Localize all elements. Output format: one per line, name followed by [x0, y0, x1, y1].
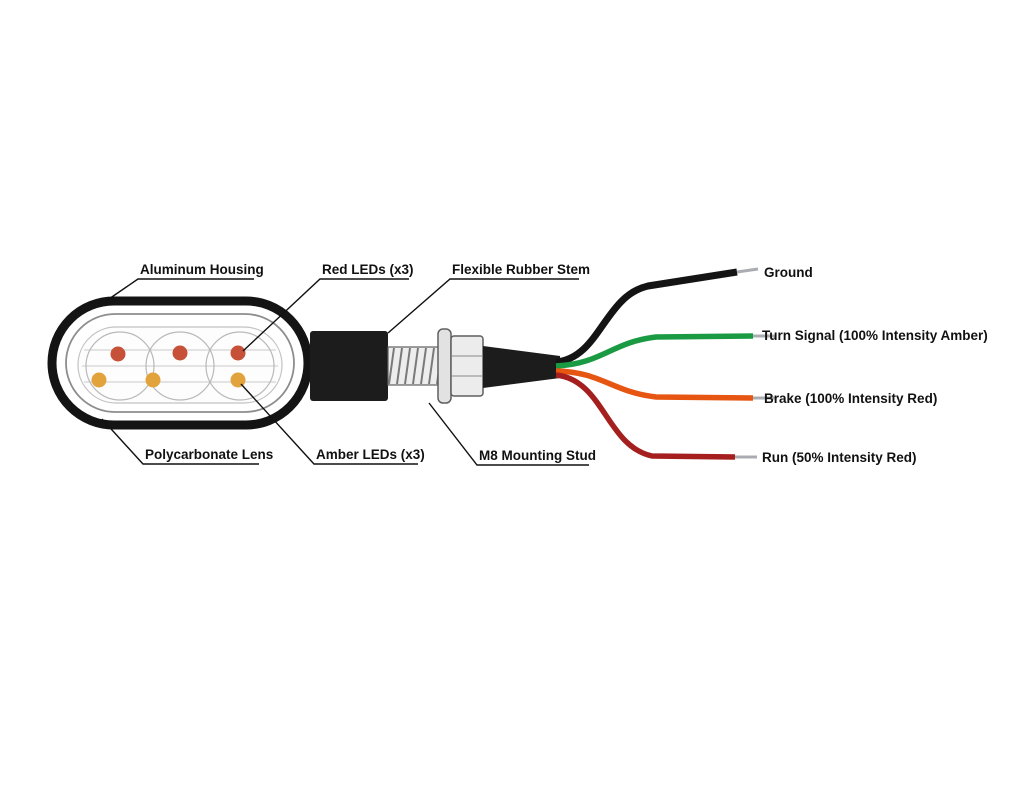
thread-line — [420, 347, 427, 385]
label-flexible-rubber-stem: Flexible Rubber Stem — [452, 262, 590, 277]
wire-label-ground: Ground — [764, 265, 813, 280]
amber-led — [145, 372, 161, 388]
m8-mounting-stud — [387, 346, 445, 386]
leader-m8-mounting-stud — [428, 402, 589, 466]
part-callouts: Aluminum Housing Red LEDs (x3) Flexible … — [101, 262, 596, 466]
wire-turn-signal — [555, 333, 754, 369]
thread-line — [404, 347, 411, 385]
thread-line — [388, 347, 395, 385]
label-polycarbonate-lens: Polycarbonate Lens — [145, 447, 273, 462]
wire-run — [555, 372, 736, 460]
label-amber-leds: Amber LEDs (x3) — [316, 447, 425, 462]
led-optic-circle — [85, 331, 155, 401]
led-optic-circle — [205, 331, 275, 401]
leader-aluminum-housing — [105, 278, 254, 302]
led-optic-circle — [145, 331, 215, 401]
leader-polycarbonate-lens — [101, 418, 259, 465]
housing-inner-ring — [65, 313, 295, 413]
leader-flexible-rubber-stem — [387, 278, 579, 334]
wire-label-brake: Brake (100% Intensity Red) — [764, 391, 937, 406]
hex-nut — [437, 328, 484, 404]
nut-body — [450, 335, 484, 397]
label-red-leds: Red LEDs (x3) — [322, 262, 414, 277]
rubber-stem-tail — [483, 346, 560, 388]
thread-line — [396, 347, 403, 385]
wire-label-run: Run (50% Intensity Red) — [762, 450, 917, 465]
red-led — [230, 345, 246, 361]
amber-led — [91, 372, 107, 388]
leader-amber-leds — [240, 383, 418, 465]
rubber-stem-base — [310, 331, 388, 401]
wire-ground — [555, 268, 738, 366]
wire-harness — [555, 267, 776, 460]
thread-line — [428, 347, 435, 385]
lens-outline — [77, 326, 283, 404]
wire-label-turn-signal: Turn Signal (100% Intensity Amber) — [762, 328, 988, 343]
polycarbonate-lens — [77, 326, 283, 404]
nut-flange — [437, 328, 452, 404]
red-led — [172, 345, 188, 361]
thread-line — [412, 347, 419, 385]
leader-red-leds — [242, 278, 409, 352]
wire-brake — [555, 368, 754, 401]
red-led — [110, 346, 126, 362]
label-m8-mounting-stud: M8 Mounting Stud — [479, 448, 596, 463]
label-aluminum-housing: Aluminum Housing — [140, 262, 264, 277]
amber-led — [230, 372, 246, 388]
wire-ground-stripped-tip — [736, 267, 759, 274]
